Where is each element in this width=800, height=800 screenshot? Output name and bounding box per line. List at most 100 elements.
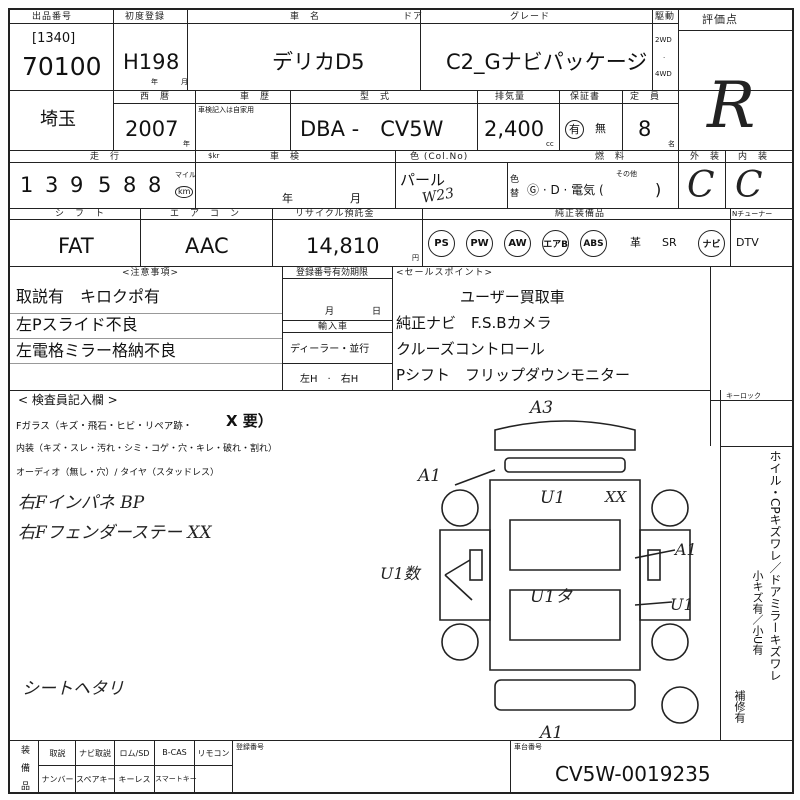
divider [10,363,282,364]
fuel-options: Ⓖ · D · 電気 ( [527,183,604,197]
divider [395,150,397,208]
color-value: パール [400,171,446,189]
vertical-note-1: ホイル・CPキズワレ／ドアミラーキズワレ [768,450,782,682]
mileage-digit: 1 [20,173,34,197]
mark-u1-top: U1 [540,488,566,508]
mark-a3: A3 [530,398,554,418]
sales-1: ユーザー買取車 [460,288,565,306]
divider [187,10,189,90]
divider [38,765,232,767]
rating-value: R [707,69,756,143]
shift-value: FAT [58,234,94,258]
diagram-body [489,479,641,671]
divider [194,740,196,792]
fuel-close: ) [655,180,662,199]
shaken-month: 月 [350,192,361,205]
sales-2: 純正ナビ F.S.Bカメラ [396,314,552,332]
audio-line: オーディオ（無し・穴）/ タイヤ（スタッドレス） [16,468,219,478]
reg-month: 月 [325,307,335,317]
import-dealer: ディーラー・並行 [290,344,370,355]
int-value: C [735,165,763,206]
unit-mile: マイル [175,171,196,179]
mark-a1-rear: A1 [540,723,564,743]
leader-a1 [454,469,496,486]
diagram-mirror-l [469,549,483,581]
divider [290,90,292,150]
footer-rom-sd: ロム/SD [119,749,150,758]
leader-u1-r [634,601,673,606]
divider [232,740,234,792]
diagram-wheel-fr [651,489,689,527]
lot-label: 出品番号 [32,12,73,22]
equip-tv: DTV [736,236,759,249]
ac-label: エ ア コ ン [170,209,241,219]
keylock-label: キーロック [726,392,761,400]
fuel-other-label: その他 [616,170,637,178]
drive-4wd: 4WD [655,70,672,78]
caution-label: <注意事項> [122,268,180,278]
first-reg-month: 8 [166,50,180,74]
unit-km: km [175,186,194,198]
caution-3: 左電格ミラー格納不良 [16,341,177,360]
divider [720,390,722,740]
ac-value: AAC [185,234,229,258]
color-label: 色 (Col.No) [410,152,469,162]
divider [725,150,727,208]
diagram-wheel-rr [651,623,689,661]
month-unit: 月 [181,78,188,86]
sales-4: Pシフト フリップダウンモニター [396,366,631,384]
reg-num-label: 登録番号 [236,743,264,751]
divider [510,740,512,792]
diagram-windshield [504,457,626,473]
divider [282,266,284,390]
cc-unit: cc [546,140,554,148]
mileage-digit: 8 [148,173,162,197]
year-label: 西 暦 [140,92,171,102]
glass-mark: X 要） [226,412,273,430]
inspection-label: 車 歴 [240,92,271,102]
footer-smart-key: スマートキー [155,775,197,783]
divider [678,10,680,150]
shaken-year: 年 [282,192,293,205]
mileage-digit: 9 [70,173,84,197]
recycle-label: リサイクル預託金 [295,209,375,219]
year-unit-2: 年 [183,140,190,148]
equip-ps: PS [428,230,455,257]
leader-u1 [444,559,473,601]
ext-value: C [687,165,715,206]
divider [559,90,561,150]
diagram-rear-roof [509,589,621,641]
import-label: 輸入車 [318,322,349,332]
diagram-wheel-rl [441,623,479,661]
divider [113,90,115,150]
divider [10,219,792,221]
diagram-left-side [439,529,491,621]
footer-label: 装 備 品 [19,745,29,790]
first-reg-label: 初度登録 [125,12,166,22]
divider [710,266,712,446]
diagram-roof [509,519,621,571]
diagram-right-side [639,529,691,621]
inspector-title: < 検査員記入欄 > [18,393,118,407]
shaken-label: 車 検 [270,152,301,162]
divider [507,162,509,208]
model-value: DBA - CV5W [300,117,444,141]
divider [195,150,197,208]
equip-aw: AW [504,230,531,257]
divider [282,278,392,280]
diagram-spare-wheel [661,686,699,724]
divider [477,90,479,150]
equip-pw: PW [466,230,493,257]
drive-2wd: 2WD [655,36,672,44]
tv-label: Nチューナー [732,210,773,218]
divider [422,208,424,266]
divider [10,313,282,314]
divider [10,90,792,92]
chassis-value: CV5W-0019235 [555,762,711,786]
lot-prefix: [1340] [32,31,76,46]
divider [10,266,792,268]
grade-value: C2_Gナビパッケージ [446,50,648,74]
interior-line: 内装（キズ・スレ・汚れ・シミ・コゲ・穴・キレ・破れ・割れ） [16,444,278,454]
divider [282,363,392,365]
import-drive: 左H · 右H [300,374,359,385]
